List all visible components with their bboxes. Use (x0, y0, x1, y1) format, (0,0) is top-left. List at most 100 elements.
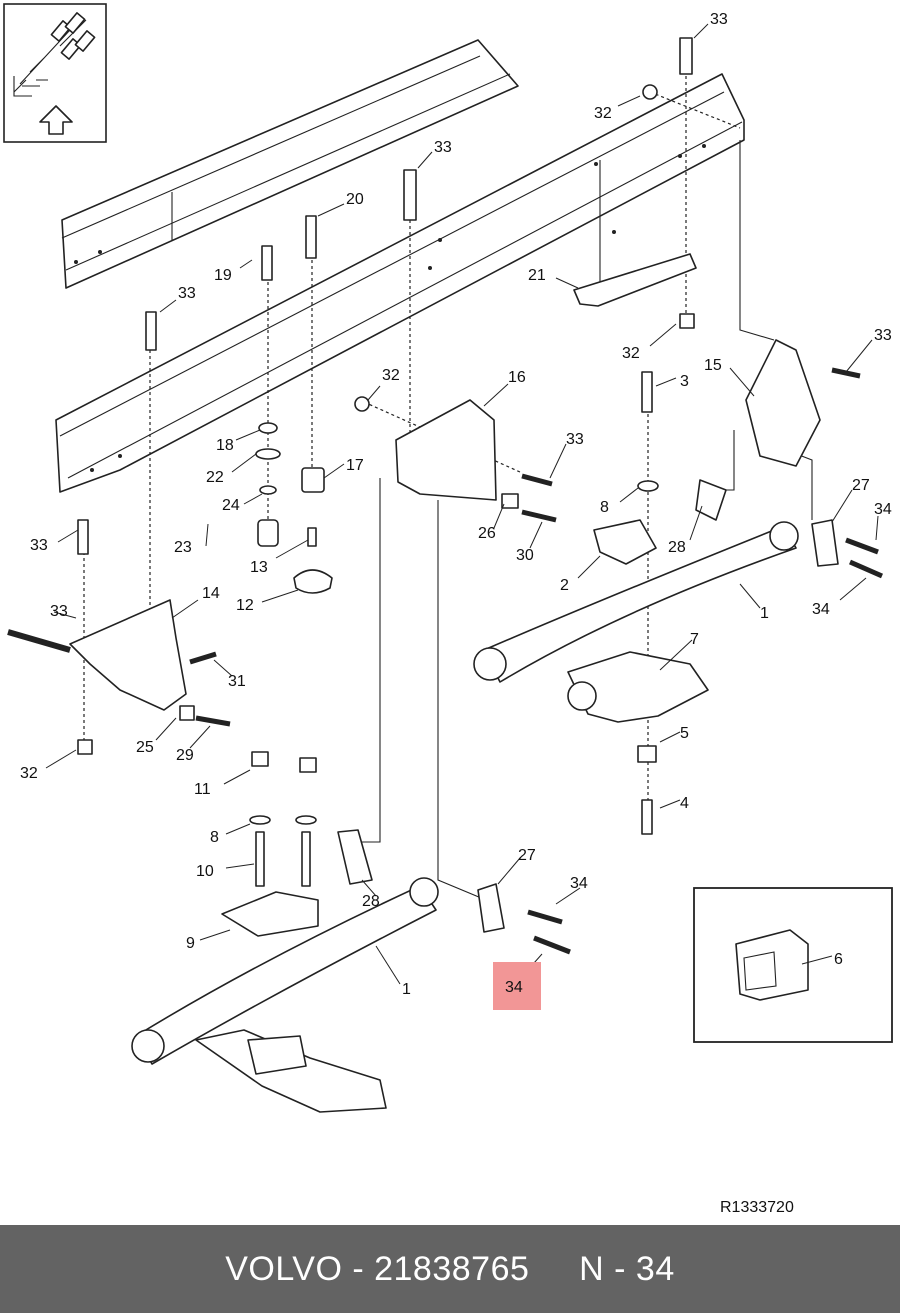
nut-32-right (679, 313, 695, 329)
spacer-17 (301, 467, 325, 493)
callout-9: 9 (186, 935, 195, 952)
separator: - (342, 1249, 375, 1288)
callout-33-g: 33 (50, 603, 68, 620)
bracket-9 (221, 891, 319, 937)
callout-5: 5 (680, 725, 689, 742)
callout-4: 4 (680, 795, 689, 812)
leaf-spring-front (135, 885, 437, 1065)
position-number: 34 (635, 1249, 675, 1288)
callout-21: 21 (528, 267, 546, 284)
nut-32-left (77, 739, 93, 755)
bracket-15 (745, 339, 821, 467)
inset-part-6 (693, 887, 893, 1043)
bolt-34-upper (845, 537, 879, 555)
callout-34-b: 34 (812, 601, 830, 618)
shackle-28-front (337, 829, 373, 885)
callout-32-d: 32 (20, 765, 38, 782)
footer-bar: VOLVO - 21838765 N - 34 (0, 1225, 900, 1313)
callout-11: 11 (194, 781, 211, 798)
callout-27-a: 27 (852, 477, 870, 494)
parts-diagram: 33 32 33 20 19 33 21 32 33 15 3 32 16 18… (3, 3, 893, 1216)
bolt-34-lower (848, 559, 884, 579)
callout-33-f: 33 (30, 537, 48, 554)
bolt-33-top (679, 37, 693, 75)
frame-rail-lower (55, 73, 745, 493)
callout-33-c: 33 (178, 285, 196, 302)
stud-10b (301, 831, 311, 887)
callout-14: 14 (202, 585, 220, 602)
sleeve-13 (307, 527, 317, 547)
callout-28-a: 28 (668, 539, 686, 556)
bushing-25 (179, 705, 195, 721)
bolt-33-mid (403, 169, 417, 221)
callout-13: 13 (250, 559, 268, 576)
washer-22 (255, 448, 281, 460)
callout-34-c: 34 (570, 875, 588, 892)
bolt-34-front (527, 909, 563, 925)
callout-31: 31 (228, 673, 246, 690)
callout-6: 6 (834, 951, 843, 968)
callout-8-b: 8 (210, 829, 219, 846)
bracket-2 (593, 519, 657, 565)
part-number: 21838765 (374, 1249, 530, 1288)
washer-18 (258, 422, 278, 434)
callout-18: 18 (216, 437, 234, 454)
bolt-33-bracket16 (521, 473, 553, 487)
bolt-4 (641, 799, 653, 835)
callout-20: 20 (346, 191, 364, 208)
bolt-34-front-lower (533, 935, 571, 955)
bolt-33-horizontal (7, 629, 71, 653)
callout-22: 22 (206, 469, 224, 486)
callout-30: 30 (516, 547, 534, 564)
callout-23: 23 (174, 539, 192, 556)
washer-8-right (637, 480, 659, 492)
washer-8-left (249, 815, 271, 825)
shackle-27-front (477, 883, 505, 933)
frame-rail-upper (61, 39, 519, 289)
bolt-33-right (831, 367, 861, 379)
callout-1-a: 1 (760, 605, 769, 622)
washer-8-leftb (295, 815, 317, 825)
bracket-16 (395, 399, 497, 501)
callout-1-b: 1 (402, 981, 411, 998)
leaf-spring-rear (483, 525, 797, 683)
shackle-28-right (695, 479, 727, 521)
bolt-20 (305, 215, 317, 259)
callout-7: 7 (690, 631, 699, 648)
bolt-31 (189, 651, 217, 665)
rubber-stop-12 (293, 569, 333, 594)
callout-10: 10 (196, 863, 214, 880)
bushing-26 (501, 493, 519, 509)
nut-32-top (642, 84, 658, 100)
exploded-view-drawing: 33 32 33 20 19 33 21 32 33 15 3 32 16 18… (3, 3, 893, 1216)
callout-28-b: 28 (362, 893, 380, 910)
callout-33-b: 33 (434, 139, 452, 156)
brand-name: VOLVO (225, 1249, 343, 1288)
callout-27-b: 27 (518, 847, 536, 864)
spacer-5 (637, 745, 657, 763)
highlighted-callout-box (493, 962, 541, 1010)
callout-34-a: 34 (874, 501, 892, 518)
callout-32-c: 32 (382, 367, 400, 384)
stud-10 (255, 831, 265, 887)
bolt-29 (195, 715, 231, 727)
callout-32-b: 32 (622, 345, 640, 362)
bolt-3 (641, 371, 653, 413)
reference-code: R1333720 (720, 1199, 794, 1216)
bracket-21 (573, 253, 697, 307)
bushing-23 (257, 519, 279, 547)
callout-17: 17 (346, 457, 364, 474)
bolt-30 (521, 509, 557, 523)
axle-pad (195, 1029, 387, 1113)
bolt-33-bracket (77, 519, 89, 555)
callout-19: 19 (214, 267, 232, 284)
position-prefix: N (579, 1249, 605, 1288)
nut-11b (299, 757, 317, 773)
callout-12: 12 (236, 597, 254, 614)
bracket-14 (69, 599, 187, 711)
callout-26: 26 (478, 525, 496, 542)
callout-24: 24 (222, 497, 240, 514)
callout-16: 16 (508, 369, 526, 386)
callout-15: 15 (704, 357, 722, 374)
callout-labels: 33 32 33 20 19 33 21 32 33 15 3 32 16 18… (20, 11, 892, 998)
